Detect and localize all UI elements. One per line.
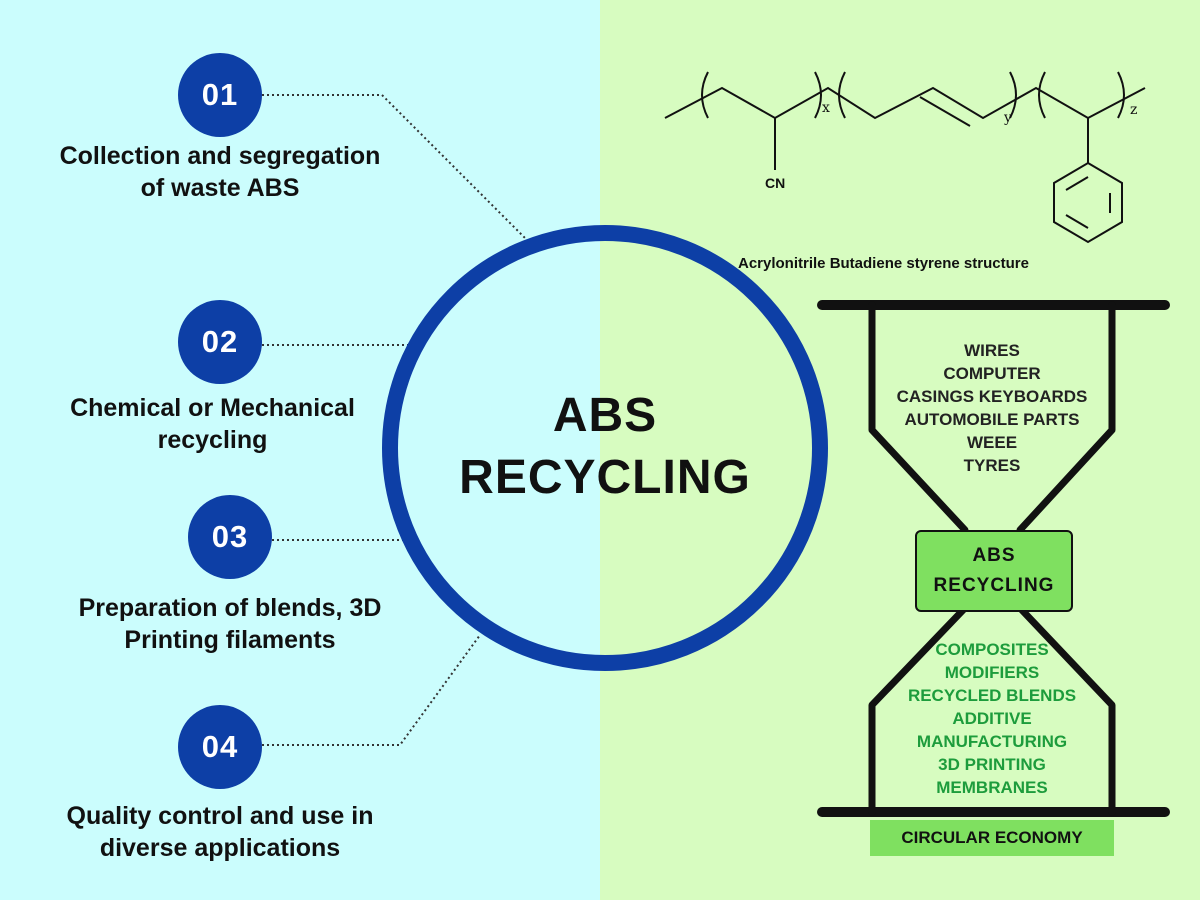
step-01-line-2: of waste ABS bbox=[140, 174, 300, 202]
list-item: MANUFACTURING bbox=[916, 732, 1068, 751]
list-item: MODIFIERS bbox=[944, 663, 1040, 682]
step-02-line-1: Chemical or Mechanical bbox=[70, 394, 355, 422]
connector-04 bbox=[262, 634, 481, 746]
step-03-line-2: Printing filaments bbox=[124, 626, 336, 654]
step-04-badge: 04 bbox=[178, 705, 262, 789]
abs-structure-drawing bbox=[664, 71, 1146, 244]
center-title-line-2: RECYCLING bbox=[459, 451, 751, 504]
step-01-line-1: Collection and segregation bbox=[59, 142, 381, 170]
step-02-text: Chemical or Mechanical recycling bbox=[20, 392, 405, 456]
center-title-line-1: ABS bbox=[552, 389, 658, 442]
step-04-line-2: diverse applications bbox=[99, 834, 341, 862]
list-item: WEEE bbox=[966, 433, 1018, 452]
circular-economy-label: CIRCULAR ECONOMY bbox=[870, 820, 1114, 856]
list-item: ADDITIVE bbox=[952, 709, 1032, 728]
step-03-text: Preparation of blends, 3D Printing filam… bbox=[20, 592, 440, 656]
hourglass-frame bbox=[817, 300, 1170, 817]
list-item: RECYCLED BLENDS bbox=[907, 686, 1077, 705]
structure-caption: Acrylonitrile Butadiene styrene structur… bbox=[738, 255, 1029, 272]
list-item: COMPOSITES bbox=[935, 640, 1049, 659]
subscript-y: y bbox=[1004, 110, 1012, 126]
subscript-z: z bbox=[1130, 102, 1138, 118]
center-box-line-1: ABS bbox=[972, 545, 1016, 566]
list-item: WIRES bbox=[964, 341, 1020, 360]
center-box-line-2: RECYCLING bbox=[933, 575, 1055, 596]
subscript-x: x bbox=[822, 100, 830, 116]
cn-group-label: CN bbox=[765, 175, 786, 191]
right-panel bbox=[600, 0, 1200, 900]
left-panel bbox=[0, 0, 600, 900]
products-list: COMPOSITES MODIFIERS RECYCLED BLENDS ADD… bbox=[882, 638, 1102, 799]
center-title: ABS RECYCLING bbox=[440, 385, 770, 509]
step-01-badge: 01 bbox=[178, 53, 262, 137]
list-item: CASINGS KEYBOARDS bbox=[896, 387, 1088, 406]
step-02-badge: 02 bbox=[178, 300, 262, 384]
connector-01 bbox=[262, 94, 526, 239]
applications-list: WIRES COMPUTER CASINGS KEYBOARDS AUTOMOB… bbox=[872, 339, 1112, 477]
list-item: MEMBRANES bbox=[936, 778, 1048, 797]
list-item: COMPUTER bbox=[943, 364, 1041, 383]
step-04-text: Quality control and use in diverse appli… bbox=[20, 800, 420, 864]
step-01-text: Collection and segregation of waste ABS bbox=[20, 140, 420, 204]
list-item: TYRES bbox=[963, 456, 1021, 475]
abs-recycling-box: ABS RECYCLING bbox=[915, 530, 1073, 612]
center-ring bbox=[382, 225, 828, 671]
list-item: AUTOMOBILE PARTS bbox=[904, 410, 1080, 429]
step-03-line-1: Preparation of blends, 3D bbox=[78, 594, 382, 622]
step-02-line-2: recycling bbox=[157, 426, 268, 454]
step-04-line-1: Quality control and use in bbox=[66, 802, 374, 830]
step-03-badge: 03 bbox=[188, 495, 272, 579]
list-item: 3D PRINTING bbox=[938, 755, 1046, 774]
